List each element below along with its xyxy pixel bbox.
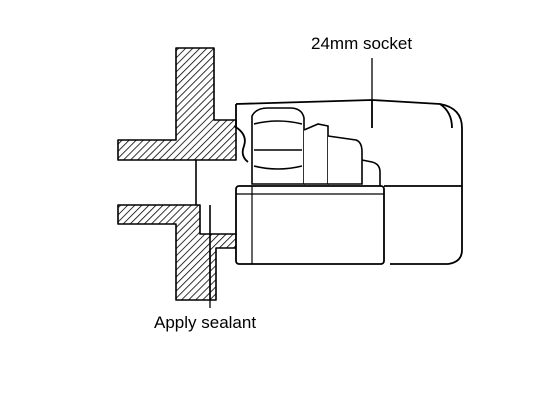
nut-top-chamfer [253,120,303,125]
leader-lines [209,58,373,308]
flange-ring [233,125,249,163]
housing-lower-section [117,204,241,301]
socket-size-label: 24mm socket [311,34,413,53]
fitting-body [233,125,385,265]
socket-chamfer [439,103,453,129]
nut-body [251,107,305,185]
threaded-barrel [235,185,385,265]
nut-lower-chamfer [253,165,303,170]
nut-skirt [361,159,381,186]
housing-wall [117,47,241,301]
nut-washer [303,123,329,185]
nut-flange [327,135,363,185]
apply-sealant-label: Apply sealant [154,313,257,332]
socket-24mm [235,99,463,265]
hex-nut [251,107,381,186]
socket-outline [235,99,463,265]
housing-upper-section [117,47,237,161]
